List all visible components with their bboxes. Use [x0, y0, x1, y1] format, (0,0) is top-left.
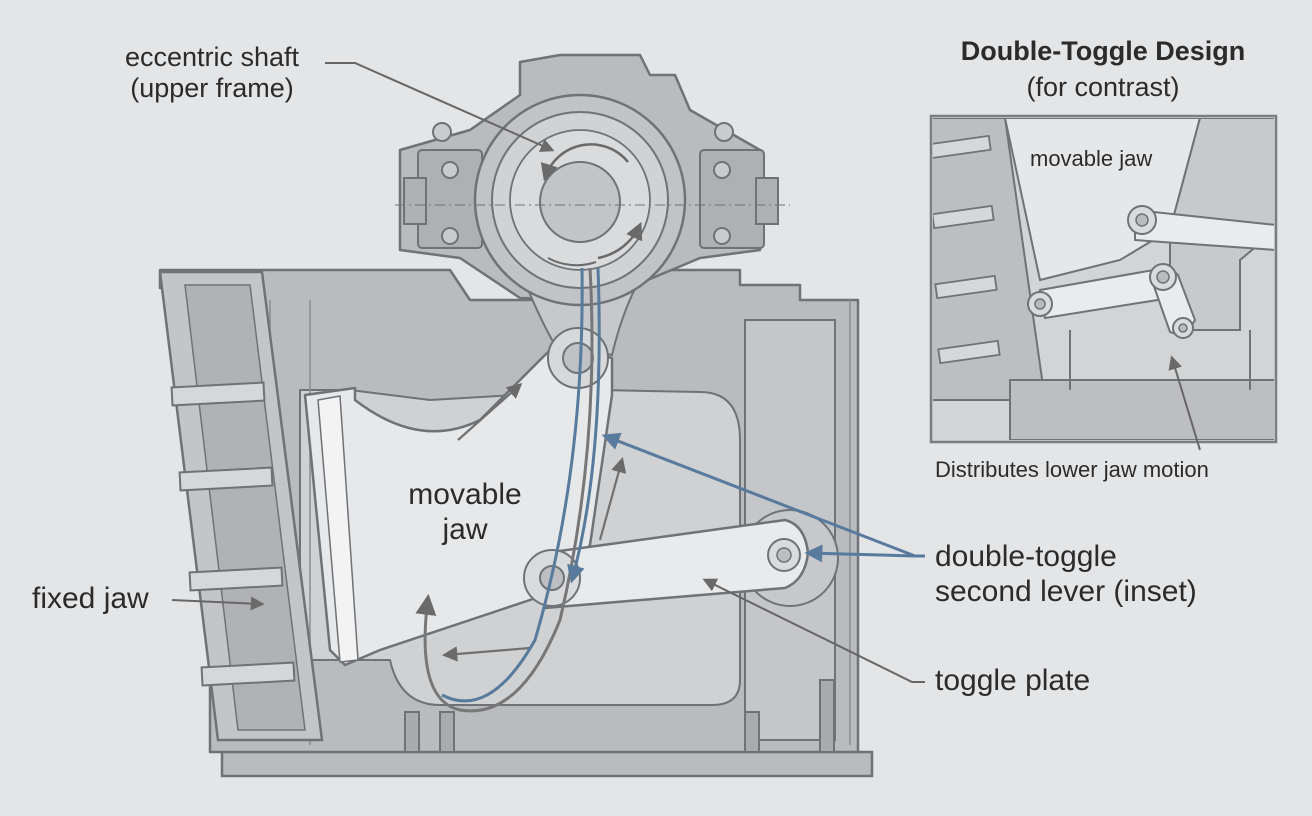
movable-jaw-line2: jaw	[442, 512, 488, 546]
frame-feet	[404, 679, 835, 753]
motion-path	[415, 267, 601, 713]
fixed-jaw-label: fixed jaw	[32, 582, 149, 615]
eccentric-shaft-line2: (upper frame)	[130, 73, 294, 104]
toggle-plate-label: toggle plate	[935, 664, 1091, 697]
inset-subtitle: (for contrast)	[1026, 72, 1180, 102]
inset-double-toggle	[929, 114, 1278, 451]
base-plate	[220, 750, 874, 778]
movable-jaw-label: movable jaw	[385, 478, 545, 547]
upper-housing	[395, 53, 790, 357]
housing-bolts	[432, 122, 734, 245]
inset-title: Double-Toggle Design	[960, 36, 1246, 66]
fixed-jaw-ribs	[170, 381, 296, 687]
double-toggle-line1: double-toggle	[935, 540, 1117, 573]
rotation-arrow	[540, 143, 629, 182]
inset-movable-jaw-label: movable jaw	[1030, 146, 1153, 171]
fixed-jaw	[158, 270, 324, 742]
inset-caption: Distributes lower jaw motion	[935, 457, 1209, 482]
eccentric-shaft-label: eccentric shaft (upper frame)	[92, 42, 332, 104]
toggle-plate	[441, 509, 839, 662]
eccentric-shaft	[539, 161, 621, 243]
double-toggle-label: double-toggle second lever (inset)	[935, 540, 1197, 609]
double-toggle-line2: second lever (inset)	[935, 574, 1197, 608]
movable-jaw-line1: movable	[408, 478, 522, 511]
eccentric-shaft-line1: eccentric shaft	[124, 42, 300, 72]
leader-lines	[171, 62, 925, 683]
